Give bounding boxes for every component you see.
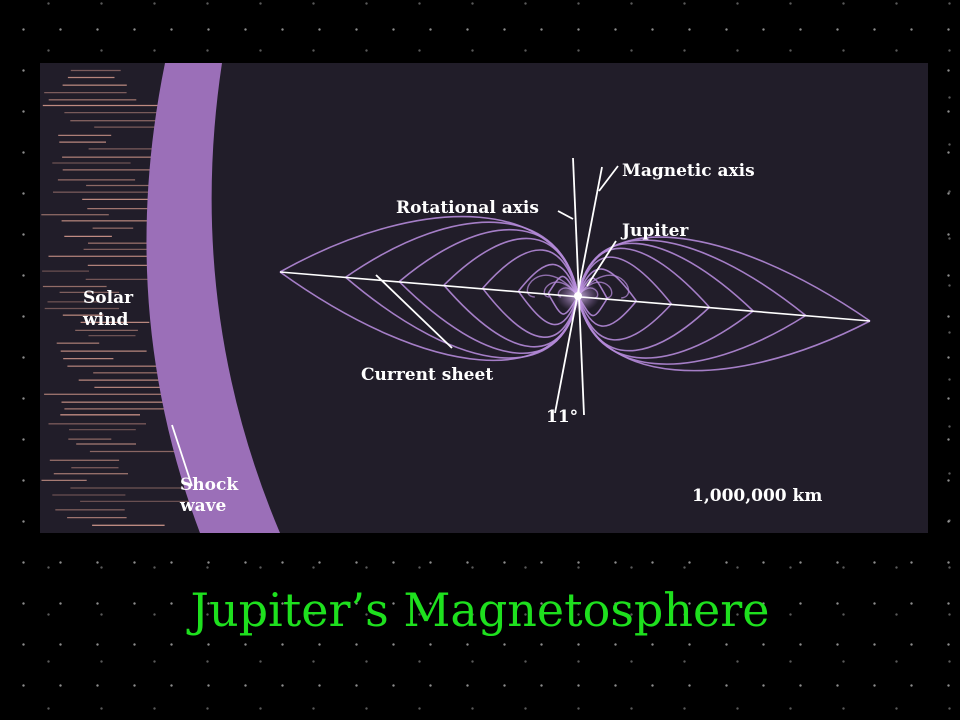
field-line (577, 295, 871, 372)
rotational-axis-leader (557, 210, 574, 220)
field-line (279, 215, 579, 297)
field-line (482, 287, 579, 338)
field-line (577, 256, 673, 305)
field-line (577, 236, 871, 322)
solar-wind-label-line-1: Solar (83, 288, 134, 308)
field-line (577, 295, 673, 341)
rotational-axis-label: Rotational axis (396, 198, 539, 218)
field-line (398, 228, 579, 297)
magnetosphere-diagram: Magnetic axis Rotational axis Jupiter So… (40, 63, 928, 533)
jupiter-label: Jupiter (622, 221, 689, 241)
angle-label: 11° (546, 407, 579, 427)
field-line (345, 221, 579, 297)
scale-label: 1,000,000 km (692, 486, 823, 506)
shock-wave-label-line-2: wave (180, 496, 227, 516)
magnetic-field-lines (279, 215, 871, 372)
current-sheet-label: Current sheet (361, 365, 494, 385)
shock-wave-leader (171, 424, 193, 487)
magnetic-axis-leader (598, 165, 619, 192)
magnetic-axis-line (554, 166, 603, 414)
magnetic-axis-label: Magnetic axis (622, 161, 755, 181)
jupiter-planet (574, 292, 582, 300)
solar-wind-streaks (41, 69, 190, 526)
field-line (482, 249, 579, 297)
field-line (577, 239, 807, 317)
jupiter-leader (586, 240, 617, 287)
label-leader-lines (171, 157, 619, 487)
field-line (577, 242, 754, 312)
field-line (577, 295, 710, 352)
field-line (279, 271, 579, 362)
current-sheet-leader (375, 274, 453, 349)
shock-wave-band (146, 63, 280, 533)
shock-wave-label-line-1: Shock (180, 475, 239, 495)
slide-title: Jupiter’s Magnetosphere (190, 583, 770, 637)
solar-wind-label-line-2: wind (83, 310, 129, 330)
field-line (577, 295, 754, 359)
diagram-artwork (41, 63, 871, 533)
